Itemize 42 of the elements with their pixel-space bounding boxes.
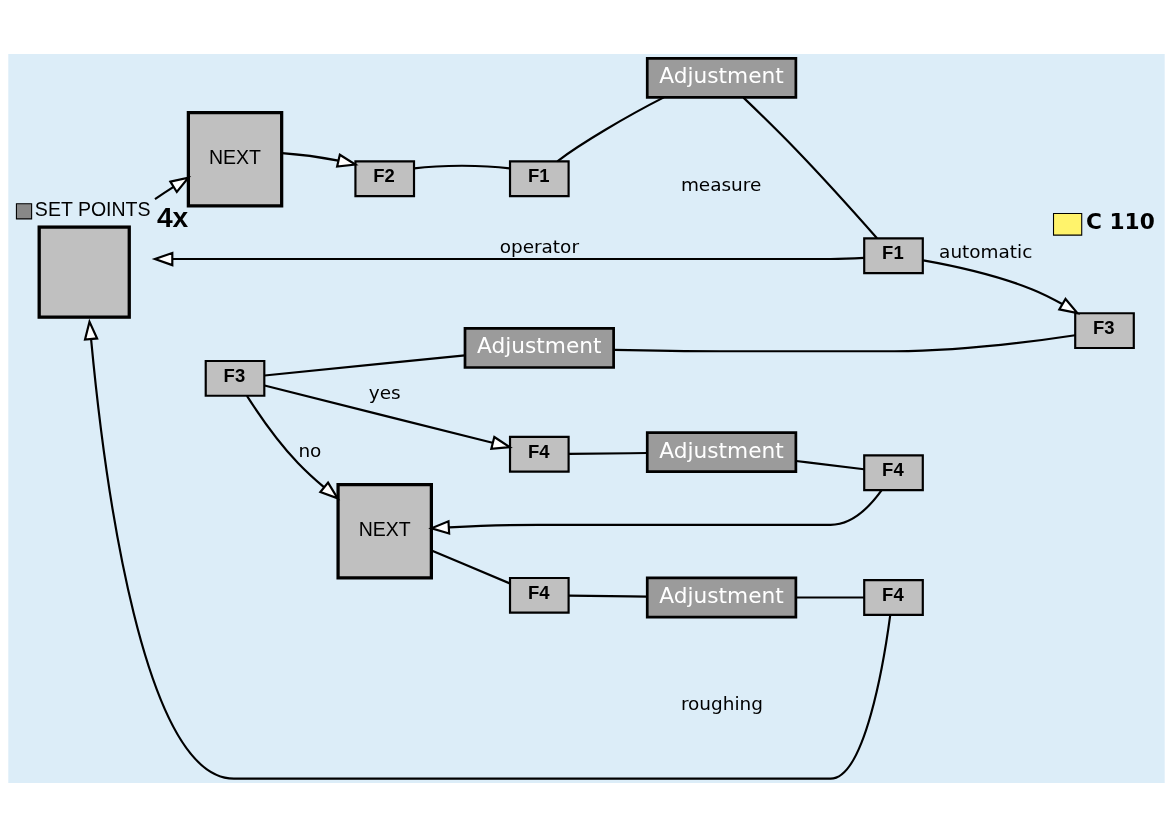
node-box: Adjustment [645, 576, 798, 619]
node-label: SET POINTS [34, 198, 151, 221]
node-box: F4 [508, 576, 570, 614]
node-box: F4 [863, 579, 924, 616]
arrow [83, 318, 892, 780]
connector [796, 459, 865, 471]
node-box: F1 [508, 160, 570, 198]
arrow [428, 489, 883, 535]
node-box: F3 [1074, 312, 1135, 350]
node-box: F1 [863, 237, 924, 275]
connector [613, 334, 1076, 353]
connector [556, 96, 665, 163]
arrow [264, 384, 513, 450]
connector [796, 596, 864, 599]
node-box: Adjustment [463, 327, 615, 369]
node-box: NEXT [186, 110, 284, 208]
edge-label: yes [368, 381, 401, 403]
label: measure [680, 173, 762, 195]
arrow [154, 175, 192, 200]
node-box: Adjustment [645, 57, 798, 99]
edge-label: automatic [939, 240, 1033, 262]
arrow [281, 152, 359, 168]
edge-label: operator [499, 236, 579, 258]
node-box: NEXT [336, 483, 433, 580]
label: roughing [680, 693, 763, 715]
connector [264, 354, 466, 377]
connector [742, 96, 878, 239]
edge-label: no [298, 440, 322, 462]
node-box: F4 [508, 435, 570, 473]
arrow [151, 251, 865, 267]
node-box: F2 [354, 160, 416, 198]
arrow [246, 395, 341, 501]
arrow [923, 259, 1081, 315]
connector [568, 451, 648, 456]
node-box: F4 [863, 454, 924, 492]
label: C 110 [1086, 208, 1155, 234]
connector [414, 164, 510, 170]
node-box: F3 [204, 359, 266, 397]
node-box: Adjustment [645, 431, 798, 473]
connector [568, 594, 648, 598]
node-label: 4x [156, 201, 189, 234]
connector [431, 549, 511, 585]
